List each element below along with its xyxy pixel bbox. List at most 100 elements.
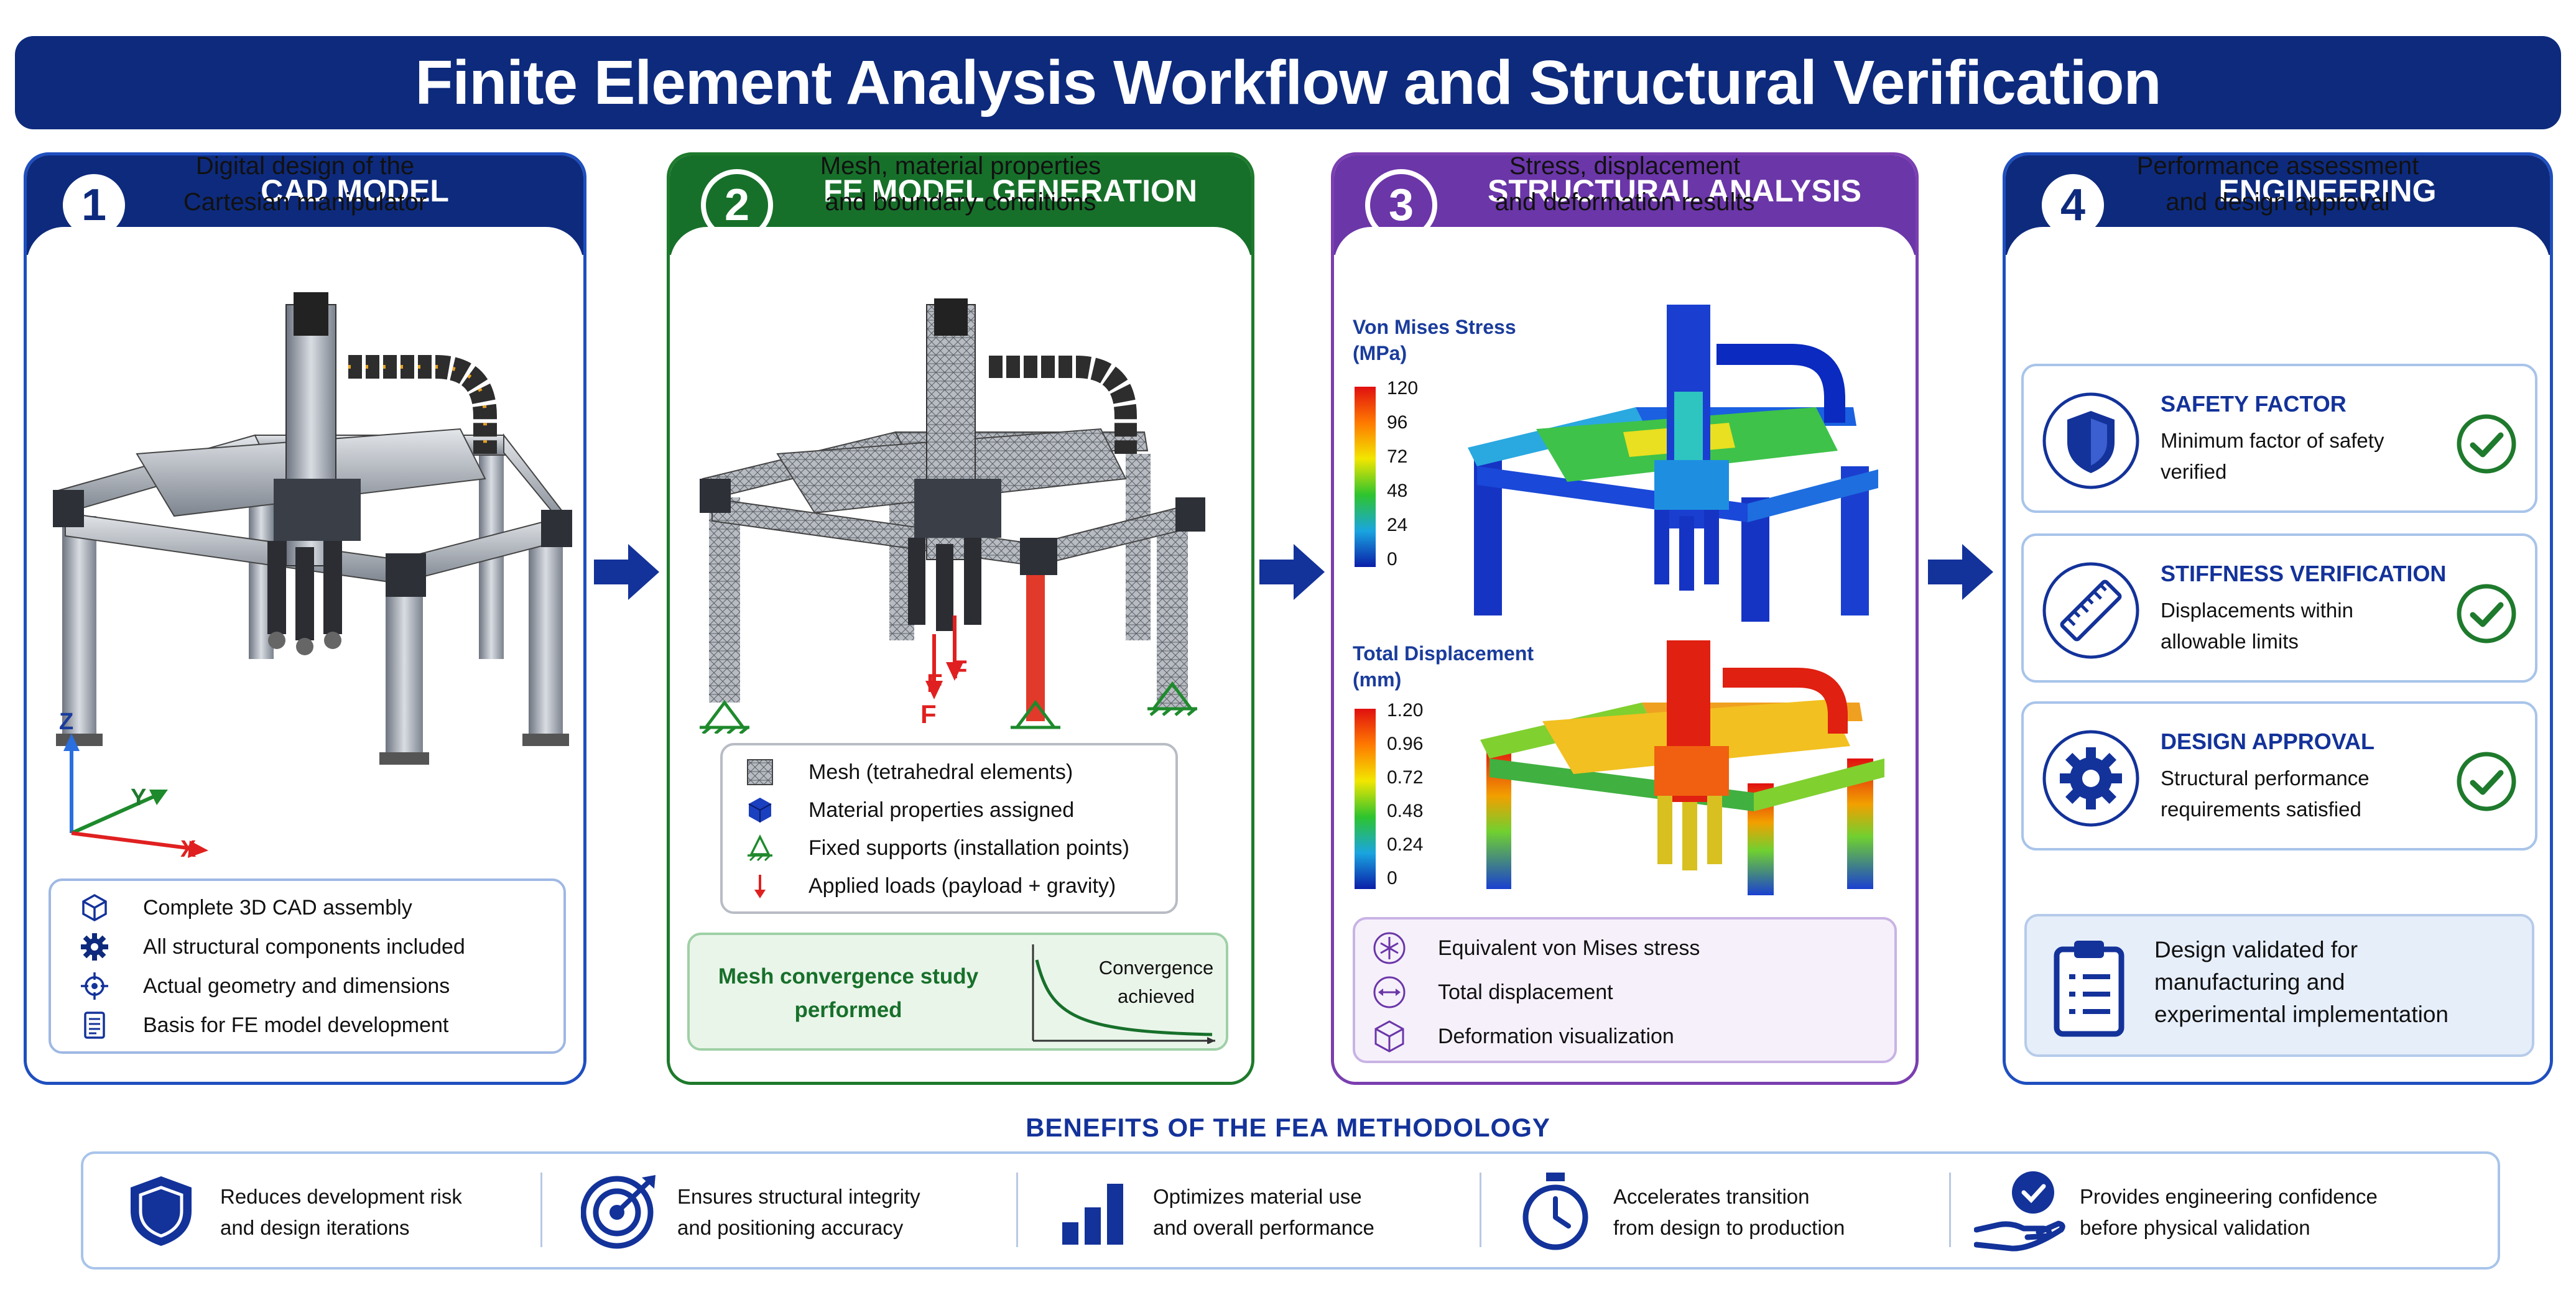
card-title: STIFFNESS VERIFICATION — [2161, 561, 2447, 586]
item-label: Equivalent von Mises stress — [1438, 936, 1700, 960]
item-label: Total displacement — [1438, 980, 1613, 1004]
benefit-item: Reduces development risk and design iter… — [121, 1154, 544, 1267]
benefit-line: Optimizes material use — [1153, 1185, 1362, 1208]
card-text-line: allowable limits — [2161, 630, 2299, 653]
legend-label: Material properties assigned — [808, 798, 1075, 822]
divider — [1016, 1173, 1018, 1247]
subtitle-line: and boundary conditions — [825, 188, 1096, 216]
gear-icon — [76, 929, 113, 964]
stress-scale-title: Von Mises Stress (MPa) — [1353, 314, 1516, 366]
panel-title: STRUCTURAL ANALYSIS — [1488, 173, 1861, 208]
benefit-line: and overall performance — [1153, 1216, 1374, 1239]
list-item: Basis for FE model development — [76, 1006, 551, 1044]
scale-label: 96 — [1387, 412, 1408, 433]
subtitle-line: and design approval — [2166, 188, 2390, 216]
arrow-right-icon — [594, 544, 659, 600]
convergence-text: Mesh convergence study performed — [702, 960, 994, 1027]
card-text-line: Minimum factor of safety — [2161, 429, 2384, 452]
card-text: Structural performance requirements sati… — [2161, 763, 2447, 825]
scale-label: 120 — [1387, 378, 1419, 399]
cad-robot-illustration — [53, 292, 572, 765]
stiffness-verification-card: STIFFNESS VERIFICATION Displacements wit… — [2021, 533, 2537, 683]
displacement-scale-title: Total Displacement (mm) — [1353, 640, 1534, 693]
chart-label-line: Convergence — [1098, 957, 1214, 979]
scale-label: 24 — [1387, 515, 1408, 535]
benefit-item: Optimizes material use and overall perfo… — [1054, 1154, 1476, 1267]
panel-title: CAD MODEL — [261, 173, 449, 208]
card-title: SAFETY FACTOR — [2161, 391, 2347, 417]
displacement-color-bar — [1355, 709, 1376, 889]
benefit-line: and positioning accuracy — [677, 1216, 904, 1239]
benefit-text: Accelerates transition from design to pr… — [1613, 1181, 1845, 1243]
panel-subtitle: Digital design of the Cartesian manipula… — [24, 148, 586, 220]
bar-chart-icon — [1062, 1184, 1123, 1245]
final-line: experimental implementation — [2154, 1002, 2449, 1027]
design-approval-card: DESIGN APPROVAL Structural performance r… — [2021, 701, 2537, 851]
list-item: Actual geometry and dimensions — [76, 967, 551, 1005]
mesh-icon — [741, 755, 779, 790]
arrow-right-icon — [1928, 544, 1993, 600]
page-title: Finite Element Analysis Workflow and Str… — [415, 47, 2161, 118]
scale-label: 48 — [1387, 481, 1408, 501]
safety-factor-card: SAFETY FACTOR Minimum factor of safety v… — [2021, 364, 2537, 513]
legend-label: Applied loads (payload + gravity) — [808, 874, 1116, 898]
card-text-line: verified — [2161, 460, 2227, 483]
list-item: Mesh (tetrahedral elements) — [741, 753, 1163, 791]
displacement-icon — [1371, 975, 1408, 1010]
ruler-icon — [2042, 562, 2139, 659]
list-item: Total displacement — [1371, 973, 1882, 1012]
divider — [1480, 1173, 1481, 1247]
list-item: Deformation visualization — [1371, 1017, 1882, 1056]
material-cube-icon — [741, 793, 779, 827]
benefit-line: Provides engineering confidence — [2080, 1185, 2378, 1208]
subtitle-line: Stress, displacement — [1509, 152, 1741, 180]
convergence-line: Mesh convergence study — [718, 964, 979, 989]
shield-icon — [131, 1176, 192, 1246]
benefit-text: Ensures structural integrity and positio… — [677, 1181, 920, 1243]
list-item: Applied loads (payload + gravity) — [741, 867, 1163, 905]
convergence-box: Mesh convergence study performed Converg… — [687, 933, 1228, 1051]
scale-label: 72 — [1387, 446, 1408, 467]
benefit-line: from design to production — [1613, 1216, 1845, 1239]
subtitle-line: Cartesian manipulator — [183, 188, 427, 216]
check-icon — [2457, 584, 2516, 643]
card-text-line: Structural performance — [2161, 767, 2370, 790]
list-item: Material properties assigned — [741, 791, 1163, 829]
fe-legend: Mesh (tetrahedral elements) Material pro… — [720, 743, 1178, 914]
benefit-line: Reduces development risk — [220, 1185, 462, 1208]
cube-icon — [76, 890, 113, 925]
benefits-title: BENEFITS OF THE FEA METHODOLOGY — [1026, 1113, 1550, 1142]
check-icon — [2457, 752, 2516, 811]
panel-subtitle: Performance assessment and design approv… — [2003, 148, 2553, 220]
hand-check-icon — [1974, 1171, 2065, 1252]
list-item: All structural components included — [76, 928, 551, 966]
final-validation-text: Design validated for manufacturing and e… — [2154, 934, 2449, 1031]
divider — [1949, 1173, 1951, 1247]
axis-y-label: Y — [131, 785, 147, 811]
subtitle-line: and deformation results — [1494, 188, 1755, 216]
document-icon — [76, 1008, 113, 1043]
card-text-line: Displacements within — [2161, 599, 2353, 622]
benefits-bar: Reduces development risk and design iter… — [81, 1151, 2500, 1270]
final-line: Design validated for — [2154, 937, 2358, 962]
divider — [540, 1173, 542, 1247]
coordinate-axes — [63, 734, 208, 858]
card-text: Minimum factor of safety verified — [2161, 425, 2447, 487]
panel-subtitle: Mesh, material properties and boundary c… — [667, 148, 1254, 220]
list-item: Fixed supports (installation points) — [741, 829, 1163, 867]
panel-title: FE MODEL GENERATION — [823, 173, 1197, 208]
benefit-line: Ensures structural integrity — [677, 1185, 920, 1208]
arrow-right-icon — [1259, 544, 1325, 600]
card-text-line: requirements satisfied — [2161, 798, 2361, 821]
card-title: DESIGN APPROVAL — [2161, 729, 2375, 754]
check-icon — [2457, 414, 2516, 474]
legend-label: Fixed supports (installation points) — [808, 836, 1129, 860]
title-banner: Finite Element Analysis Workflow and Str… — [15, 36, 2561, 129]
benefit-line: before physical validation — [2080, 1216, 2310, 1239]
scale-title-line: (MPa) — [1353, 342, 1407, 364]
deformation-icon — [1371, 1019, 1408, 1054]
scale-label: 0 — [1387, 868, 1397, 888]
panel-subtitle: Stress, displacement and deformation res… — [1331, 148, 1919, 220]
stress-icon — [1371, 931, 1408, 966]
benefit-line: and design iterations — [220, 1216, 410, 1239]
